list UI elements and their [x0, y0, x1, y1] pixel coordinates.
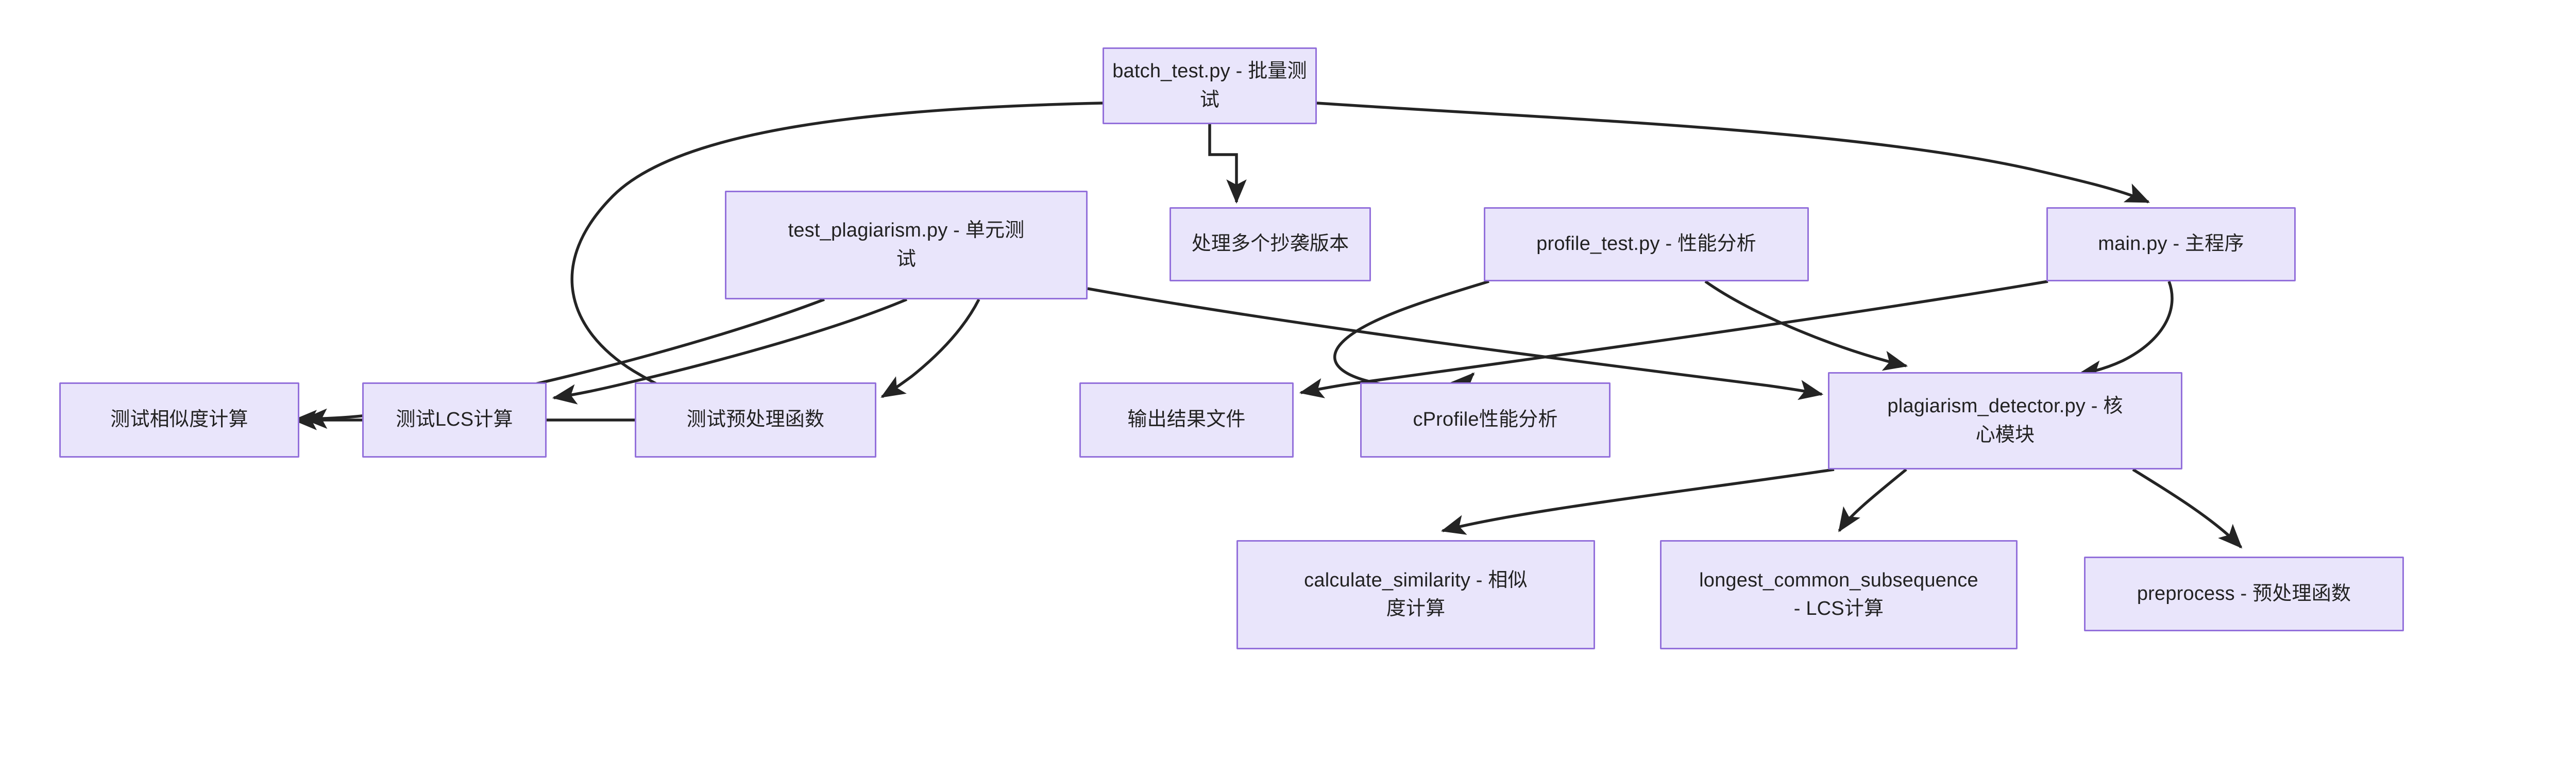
node-lcs_func[interactable]: longest_common_subsequence - LCS计算: [1660, 540, 2018, 649]
edge-plagiarism-detector-to-lcs-func: [1838, 468, 1907, 532]
node-label-test_preprocess: 测试预处理函数: [686, 409, 825, 431]
node-label-profile_test: profile_test.py - 性能分析: [1536, 233, 1756, 255]
edge-batch-test-to-multi-versions: [1208, 124, 1247, 204]
node-label-test_plagiarism: test_plagiarism.py - 单元测 试: [788, 220, 1025, 270]
node-label-preprocess_func: preprocess - 预处理函数: [2137, 582, 2351, 605]
edge-test-plagiarism-to-plagiarism-detector: [1087, 287, 1824, 400]
node-test_similarity[interactable]: 测试相似度计算: [59, 382, 299, 458]
node-test_lcs[interactable]: 测试LCS计算: [362, 382, 547, 458]
node-label-test_similarity: 测试相似度计算: [110, 409, 248, 431]
node-plagiarism_detector[interactable]: plagiarism_detector.py - 核 心模块: [1828, 372, 2182, 469]
node-calculate_similarity[interactable]: calculate_similarity - 相似 度计算: [1236, 540, 1595, 649]
edge-profile-test-to-cprofile: [1333, 280, 1489, 397]
node-main_py[interactable]: main.py - 主程序: [2046, 207, 2296, 281]
edge-plagiarism-detector-to-calculate-similarity: [1440, 468, 1835, 535]
node-label-multi_versions: 处理多个抄袭版本: [1191, 233, 1349, 255]
node-label-batch_test: batch_test.py - 批量测试: [1112, 60, 1307, 111]
edge-batch-test-to-main-py: [1316, 102, 2150, 204]
node-label-lcs_func: longest_common_subsequence - LCS计算: [1699, 569, 1978, 619]
node-test_preprocess[interactable]: 测试预处理函数: [635, 382, 876, 458]
edge-profile-test-to-plagiarism-detector: [1704, 280, 1908, 371]
node-label-test_lcs: 测试LCS计算: [396, 409, 513, 431]
node-multi_versions[interactable]: 处理多个抄袭版本: [1170, 207, 1371, 281]
node-test_plagiarism[interactable]: test_plagiarism.py - 单元测 试: [725, 191, 1088, 299]
node-label-output_file: 输出结果文件: [1127, 409, 1246, 431]
node-label-main_py: main.py - 主程序: [2098, 233, 2244, 255]
edge-main-py-to-plagiarism-detector: [2077, 281, 2174, 381]
node-batch_test[interactable]: batch_test.py - 批量测试: [1103, 47, 1317, 124]
node-output_file[interactable]: 输出结果文件: [1079, 382, 1294, 458]
edge-plagiarism-detector-to-preprocess-func: [2132, 468, 2243, 549]
edge-test-plagiarism-to-test-preprocess: [880, 298, 980, 398]
node-cprofile[interactable]: cProfile性能分析: [1360, 382, 1611, 458]
node-label-calculate_similarity: calculate_similarity - 相似 度计算: [1304, 569, 1528, 619]
node-preprocess_func[interactable]: preprocess - 预处理函数: [2084, 557, 2404, 631]
node-profile_test[interactable]: profile_test.py - 性能分析: [1484, 207, 1809, 281]
node-label-cprofile: cProfile性能分析: [1413, 409, 1558, 431]
node-label-plagiarism_detector: plagiarism_detector.py - 核 心模块: [1887, 395, 2123, 446]
